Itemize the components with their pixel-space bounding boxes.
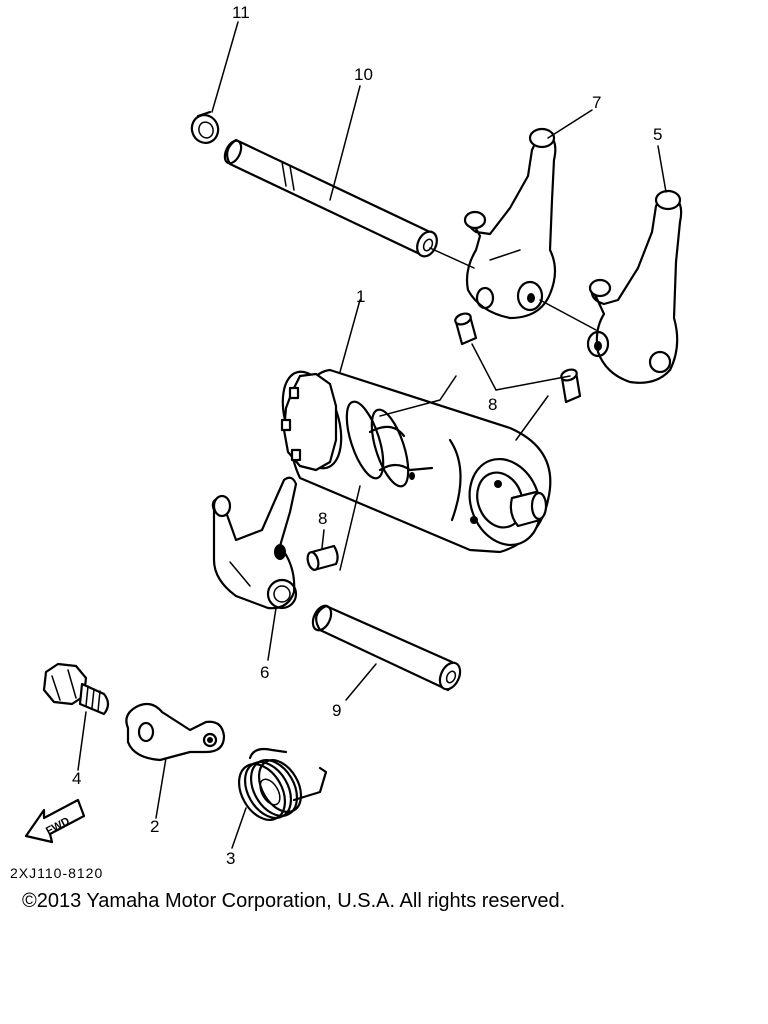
drawing-code: 2XJ110-8120 bbox=[10, 865, 103, 881]
callout-1: 1 bbox=[356, 287, 365, 306]
callout-9: 9 bbox=[332, 701, 341, 720]
fwd-direction-arrow: FWD bbox=[24, 798, 86, 844]
callout-11: 11 bbox=[232, 3, 250, 22]
stopper-lever-part-2 bbox=[125, 702, 226, 762]
shift-fork-part-7 bbox=[463, 127, 557, 320]
callout-7: 7 bbox=[592, 93, 601, 112]
callout-4: 4 bbox=[72, 769, 81, 788]
pin-part-8-c bbox=[306, 544, 339, 572]
shift-fork-part-5 bbox=[586, 189, 683, 384]
bolt-part-4 bbox=[42, 662, 110, 716]
copyright-notice: ©2013 Yamaha Motor Corporation, U.S.A. A… bbox=[22, 890, 566, 912]
callout-8-upper: 8 bbox=[488, 395, 497, 414]
shift-drum-part-1 bbox=[280, 368, 552, 554]
guide-bar-part-9 bbox=[311, 604, 462, 692]
callout-8-lower: 8 bbox=[318, 509, 327, 528]
guide-bar-part-10 bbox=[223, 138, 438, 258]
pin-part-8-a bbox=[454, 312, 478, 346]
leader-lines bbox=[77, 21, 667, 849]
callout-2: 2 bbox=[150, 817, 159, 836]
pin-part-8-b bbox=[560, 368, 582, 404]
circlip-part-11 bbox=[190, 110, 220, 144]
callout-10: 10 bbox=[354, 65, 373, 84]
callout-numbers: 11 10 7 5 1 8 8 6 9 4 2 3 bbox=[72, 3, 662, 868]
callout-6: 6 bbox=[260, 663, 269, 682]
shift-fork-part-6 bbox=[211, 476, 298, 610]
callout-5: 5 bbox=[653, 125, 662, 144]
torsion-spring-part-3 bbox=[237, 747, 328, 821]
callout-3: 3 bbox=[226, 849, 235, 868]
